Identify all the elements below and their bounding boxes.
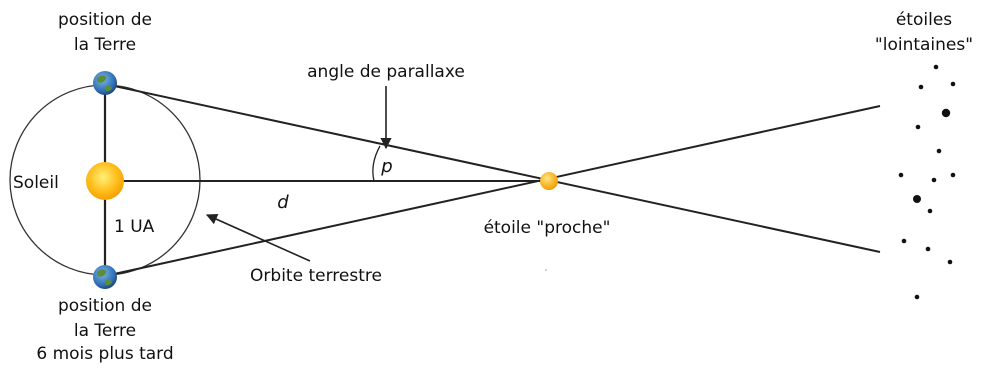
distant-star	[898, 172, 904, 178]
distance-symbol: d	[277, 192, 289, 213]
near-star-icon	[540, 172, 558, 190]
parallax-angle-arc	[372, 145, 381, 182]
distant-star	[941, 108, 951, 118]
earth-top-label-line1: position de	[58, 10, 152, 30]
earth-bottom-label-line3: 6 mois plus tard	[36, 344, 173, 363]
distant-stars	[545, 64, 956, 300]
sightline-bottom	[104, 105, 881, 277]
distant-star	[947, 259, 953, 265]
far-stars-label-line2: "lointaines"	[875, 35, 973, 55]
distant-star	[915, 124, 921, 130]
orbit-label: Orbite terrestre	[250, 266, 382, 286]
sun-label: Soleil	[13, 173, 59, 193]
distant-star	[950, 172, 956, 178]
earth-top-label-line2: la Terre	[74, 35, 136, 55]
far-stars-label-line1: étoiles	[896, 10, 952, 30]
parallax-angle-label: angle de parallaxe	[307, 62, 465, 82]
earth-bottom-icon	[93, 265, 117, 289]
distant-star	[931, 177, 937, 183]
distant-star	[933, 64, 939, 70]
sightline-top	[104, 83, 881, 253]
distant-star	[925, 246, 931, 252]
distant-star	[927, 208, 933, 214]
earth-bottom-label-line1: position de	[58, 296, 152, 316]
sun-icon	[86, 162, 124, 200]
parallax-symbol: p	[380, 156, 392, 177]
distant-star	[545, 269, 547, 271]
distant-star	[901, 238, 907, 244]
earth-bottom-label-line2: la Terre	[74, 321, 136, 341]
distant-star	[936, 148, 942, 154]
near-star-label: étoile "proche"	[484, 218, 611, 238]
distant-star	[950, 81, 956, 87]
distant-star	[914, 294, 920, 300]
distant-star	[918, 84, 924, 90]
au-label: 1 UA	[114, 217, 155, 237]
orbit-pointer-arrow	[205, 213, 311, 262]
earth-top-icon	[93, 71, 117, 95]
distant-star	[913, 195, 921, 203]
